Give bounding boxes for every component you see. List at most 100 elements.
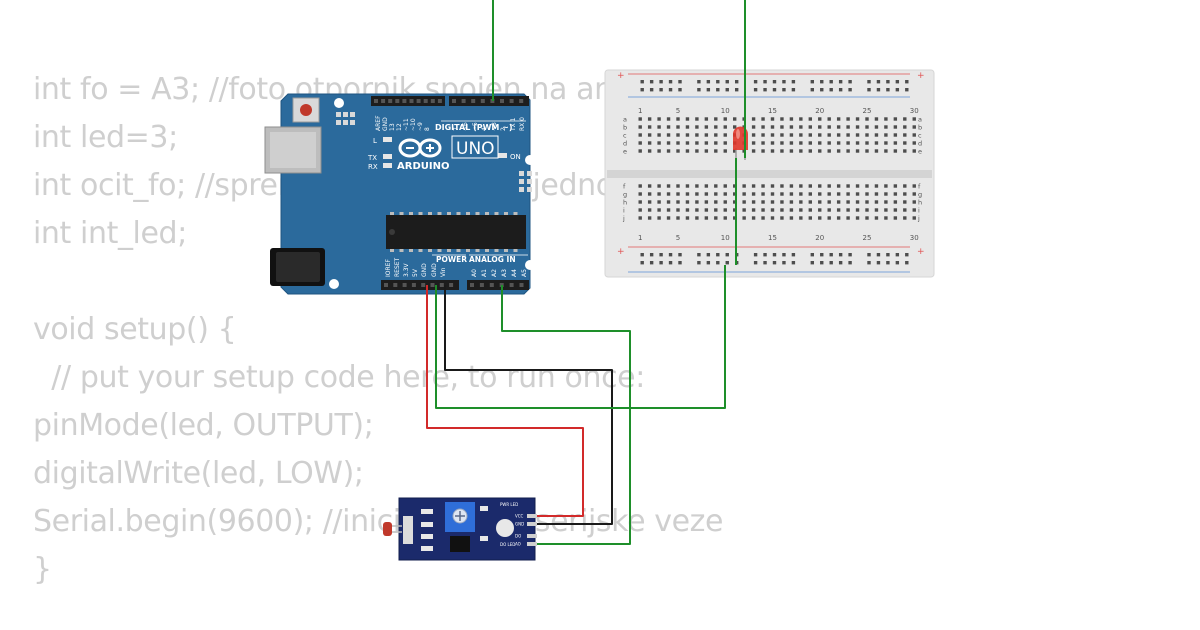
breadboard-hole: [836, 141, 841, 145]
sensor-pin-label: AO: [515, 542, 521, 547]
breadboard-hole: [884, 192, 888, 196]
breadboard-hole: [706, 253, 711, 257]
code-line: int led=3;: [33, 120, 178, 155]
breadboard-hole: [647, 216, 652, 220]
breadboard-hole: [799, 192, 803, 196]
breadboard-hole: [638, 141, 642, 145]
header-hole: [421, 283, 426, 287]
breadboard-hole: [685, 117, 690, 121]
pin-label: ~5: [472, 122, 479, 131]
breadboard-hole: [912, 184, 916, 188]
row-letter: f: [918, 183, 921, 191]
breadboard-hole: [704, 117, 709, 121]
chip-pin: [418, 212, 423, 215]
breadboard-hole: [865, 117, 869, 121]
chip-pin: [456, 212, 461, 215]
breadboard-hole: [791, 80, 796, 84]
breadboard-hole: [827, 117, 831, 121]
breadboard-hole: [714, 125, 718, 129]
breadboard-hole: [704, 125, 709, 129]
chip-pin: [409, 249, 413, 252]
breadboard-hole: [695, 216, 699, 220]
chip-pin: [428, 212, 432, 215]
breadboard-hole: [884, 184, 888, 188]
breadboard-hole: [846, 125, 850, 129]
breadboard-hole: [761, 184, 765, 188]
chip-pin: [466, 249, 470, 252]
column-number: 25: [863, 107, 872, 115]
rail-plus-label: +: [617, 247, 625, 257]
breadboard-hole: [893, 200, 898, 204]
power-jack-inner: [276, 252, 320, 282]
breadboard-hole: [905, 88, 909, 92]
row-letter: h: [918, 199, 922, 207]
breadboard-hole: [912, 192, 916, 196]
breadboard-hole: [659, 88, 663, 92]
header-hole: [449, 283, 454, 287]
header-hole: [423, 99, 428, 103]
breadboard-hole: [827, 149, 831, 153]
breadboard-hole: [706, 80, 711, 84]
breadboard-hole: [903, 184, 907, 188]
breadboard-hole: [789, 133, 794, 137]
breadboard-hole: [893, 125, 898, 129]
column-number: 15: [768, 107, 777, 115]
breadboard-hole: [912, 216, 916, 220]
column-number: 20: [815, 234, 824, 242]
breadboard-hole: [789, 141, 794, 145]
breadboard-hole: [912, 200, 916, 204]
breadboard-hole: [810, 261, 814, 265]
breadboard-hole: [827, 141, 831, 145]
header-hole: [461, 99, 466, 103]
breadboard-hole: [836, 149, 841, 153]
wires: [426, 0, 746, 545]
reset-button-cap: [300, 104, 312, 116]
row-letter: g: [918, 191, 922, 199]
sensor-pin: [527, 522, 537, 526]
icsp-pin: [350, 120, 355, 125]
breadboard-hole: [818, 125, 822, 129]
code-line: digitalWrite(led, LOW);: [33, 456, 364, 491]
model-label: UNO: [456, 139, 495, 159]
breadboard-hole: [733, 208, 737, 212]
icsp-pin: [527, 187, 532, 192]
row-letter: i: [918, 207, 920, 215]
breadboard-hole: [770, 125, 775, 129]
breadboard-hole: [820, 261, 824, 265]
breadboard-hole: [676, 133, 680, 137]
led-tx: [383, 154, 392, 159]
breadboard-hole: [884, 117, 888, 121]
breadboard-hole: [895, 261, 900, 265]
breadboard-hole: [846, 216, 850, 220]
column-number: 1: [638, 107, 642, 115]
breadboard-hole: [865, 149, 869, 153]
breadboard-hole: [846, 208, 850, 212]
rail-plus-label: +: [917, 247, 925, 257]
pin-label: TX 1: [510, 117, 517, 132]
breadboard-hole: [789, 192, 794, 196]
breadboard-hole: [649, 88, 654, 92]
chip-pin: [504, 212, 508, 215]
pin-label: 3.3V: [403, 262, 410, 277]
breadboard-hole: [789, 149, 794, 153]
breadboard-hole: [903, 216, 907, 220]
sensor-pin-label: GND: [515, 522, 524, 527]
arduino-logo-icon: [398, 138, 442, 158]
digital-header-left: [371, 96, 445, 106]
breadboard-hole: [763, 88, 767, 92]
breadboard-hole: [714, 141, 718, 145]
breadboard-hole: [780, 216, 784, 220]
column-number: 30: [910, 107, 919, 115]
breadboard-hole: [685, 216, 690, 220]
breadboard-hole: [666, 200, 671, 204]
pin-label: GND: [431, 263, 438, 277]
breadboard-hole: [884, 141, 888, 145]
sensor-pin: [527, 534, 537, 538]
breadboard-hole: [855, 133, 860, 137]
breadboard-hole: [827, 200, 831, 204]
column-number: 5: [676, 107, 680, 115]
